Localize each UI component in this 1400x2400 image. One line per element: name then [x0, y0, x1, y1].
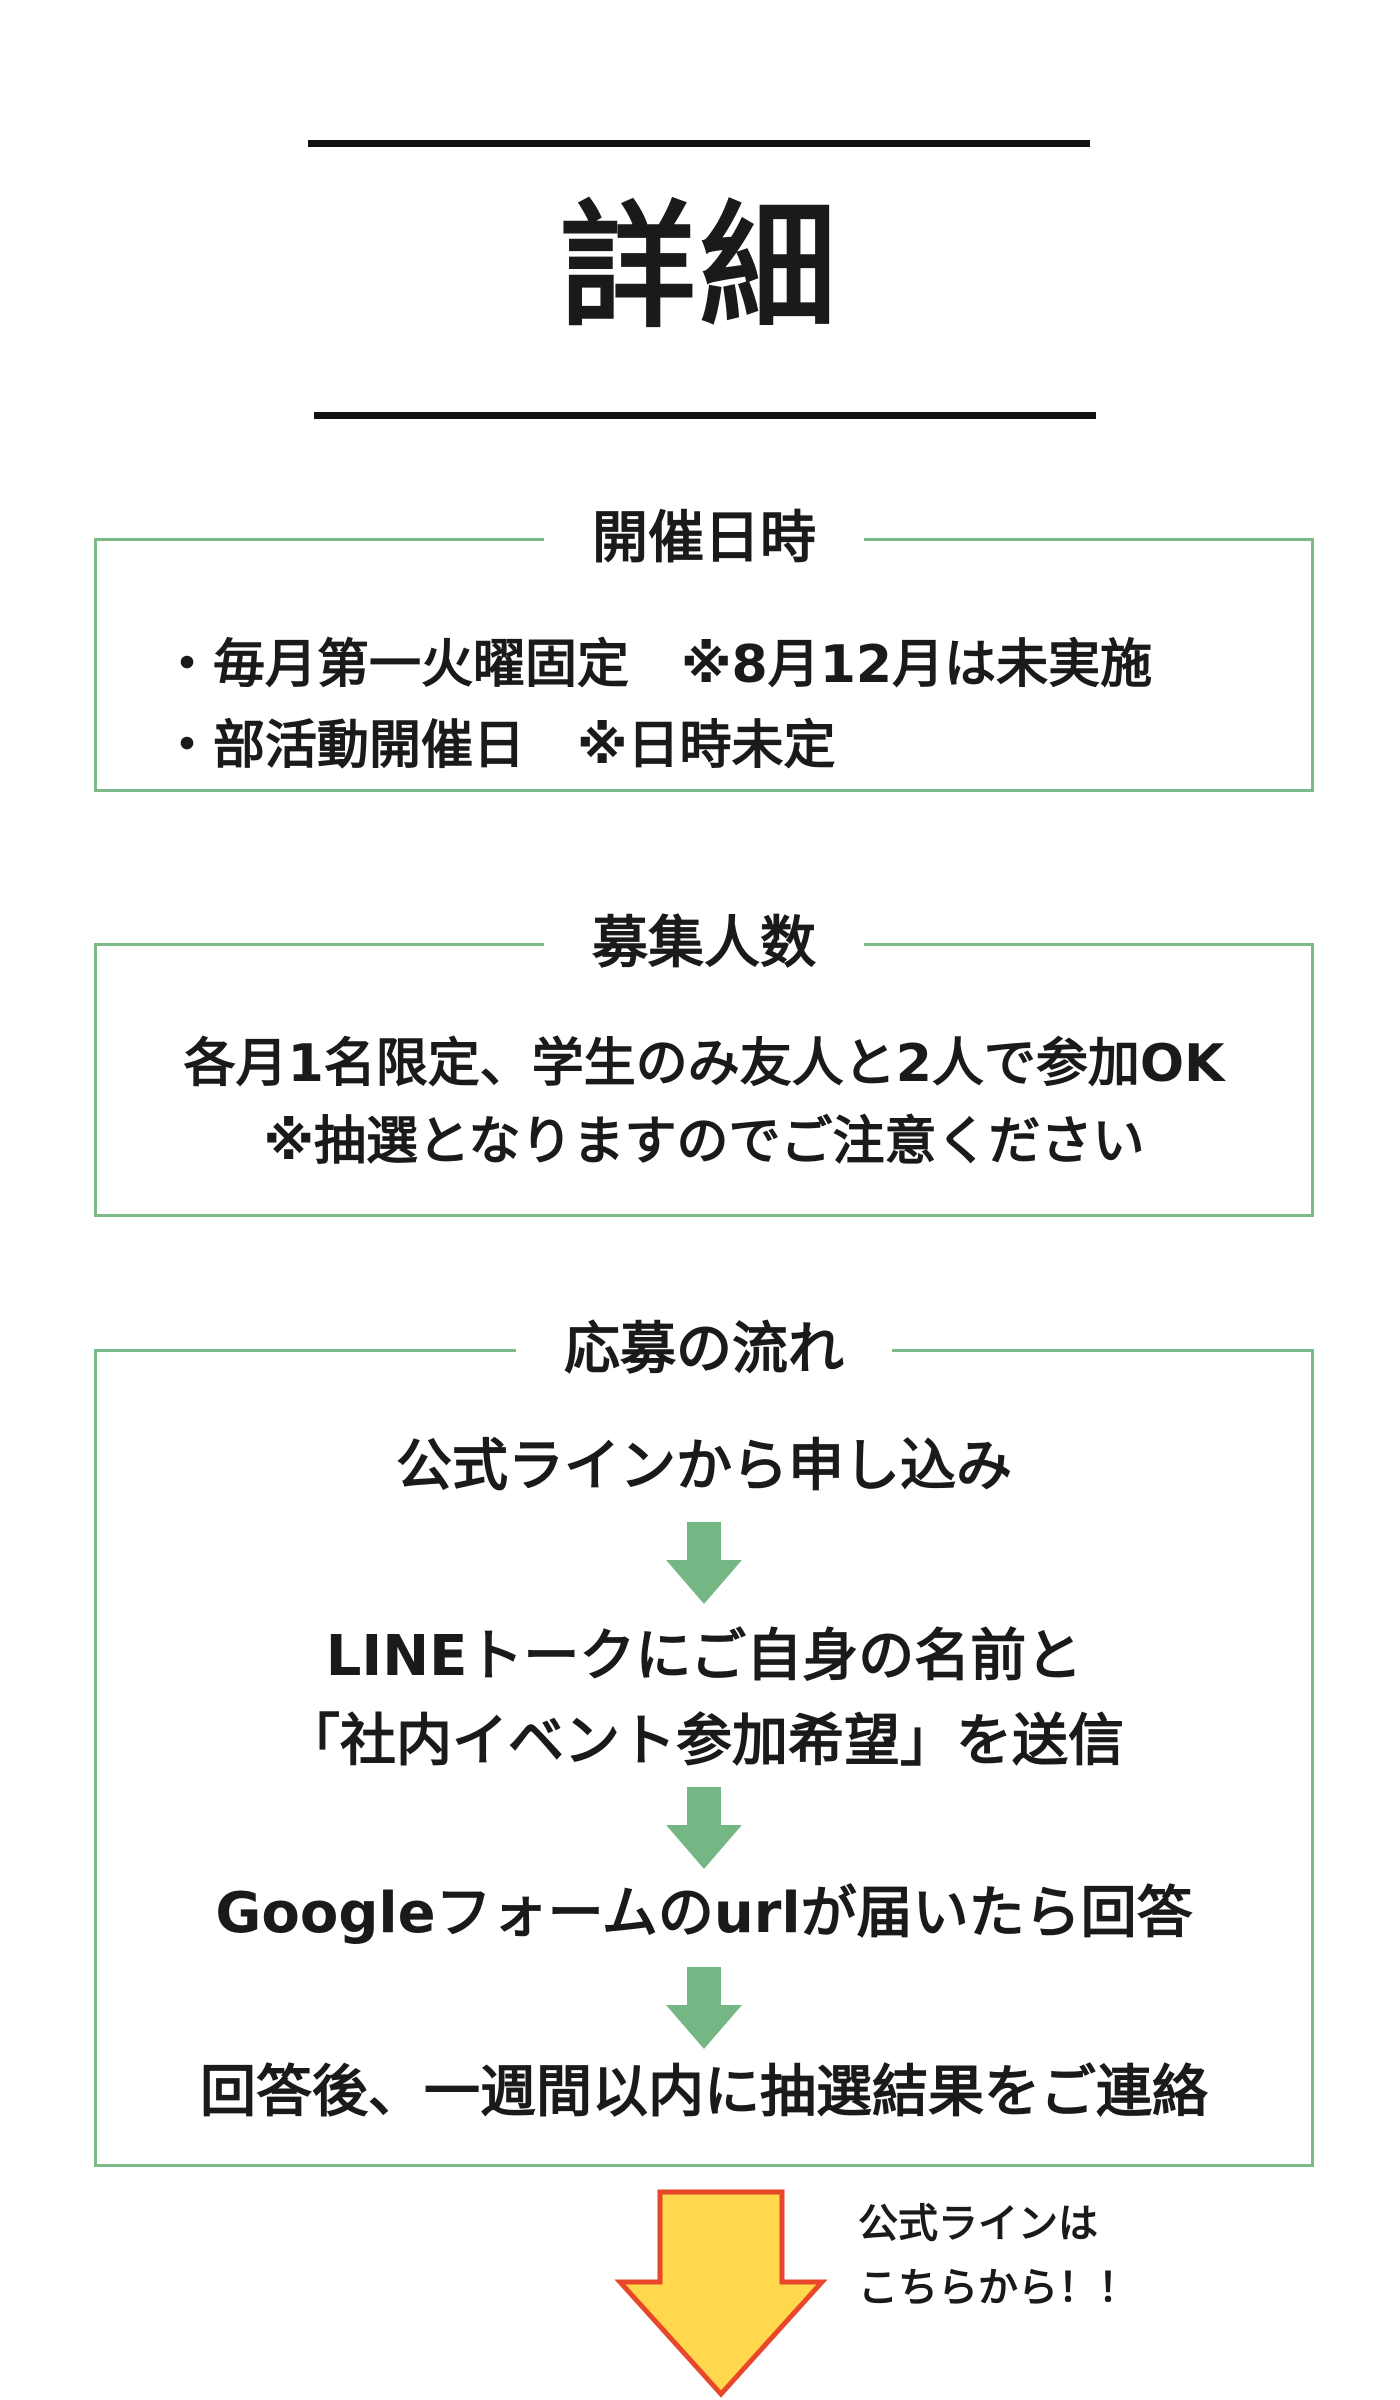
flow-step-2a: LINEトークにご自身の名前と	[325, 1624, 1083, 1689]
title-rule-bottom	[314, 412, 1096, 419]
schedule-box: 開催日時 ・毎月第一火曜固定 ※8月12月は未実施 ・部活動開催日 ※日時未定	[94, 507, 1314, 792]
page-title: 詳細	[560, 189, 840, 347]
cta-text-line-2: こちらから！！	[858, 2265, 1138, 2311]
flow-step-4: 回答後、一週間以内に抽選結果をご連絡	[200, 2060, 1208, 2125]
arrow-down-icon	[666, 1967, 742, 2049]
flow-box: 応募の流れ 公式ラインから申し込み LINEトークにご自身の名前と 「社内イベン…	[94, 1318, 1314, 2167]
flow-step-3: Googleフォームのurlが届いたら回答	[215, 1881, 1193, 1946]
big-arrow-down-icon[interactable]	[614, 2186, 828, 2400]
schedule-title: 開催日時	[544, 507, 864, 571]
recruitment-box: 募集人数 各月1名限定、学生のみ友人と2人で参加OK ※抽選となりますのでご注意…	[94, 912, 1314, 1217]
flow-step-2b: 「社内イベント参加希望」を送信	[284, 1709, 1124, 1774]
recruitment-title: 募集人数	[544, 912, 864, 976]
arrow-down-icon	[666, 1787, 742, 1869]
schedule-line-2: ・部活動開催日 ※日時未定	[161, 716, 836, 776]
flow-step-1: 公式ラインから申し込み	[396, 1434, 1012, 1499]
recruitment-line-2: ※抽選となりますのでご注意ください	[263, 1112, 1145, 1172]
flow-title: 応募の流れ	[516, 1318, 892, 1382]
arrow-down-icon	[666, 1522, 742, 1604]
cta-text-line-1: 公式ラインは	[858, 2201, 1098, 2247]
schedule-line-1: ・毎月第一火曜固定 ※8月12月は未実施	[161, 635, 1153, 695]
recruitment-line-1: 各月1名限定、学生のみ友人と2人で参加OK	[183, 1034, 1225, 1094]
title-rule-top	[308, 140, 1090, 147]
